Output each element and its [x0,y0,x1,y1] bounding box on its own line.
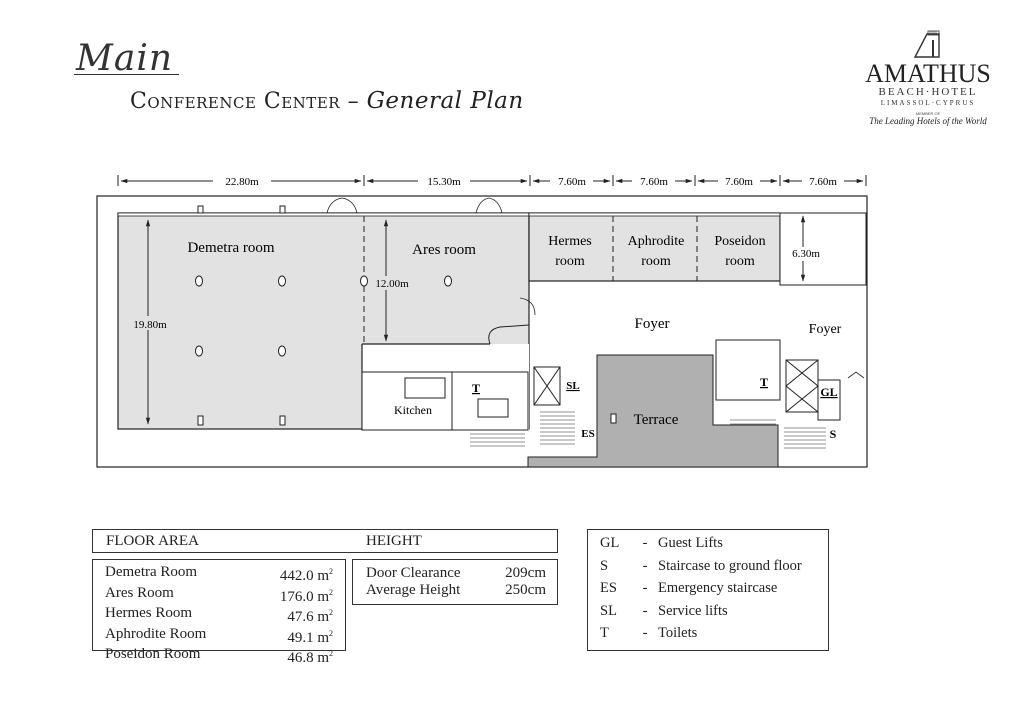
logo-brand: AMATHUS [865,59,991,88]
service-core-left [361,366,561,431]
service-core-right [715,339,841,421]
dim-label: 15.30m [427,176,461,188]
code-staircase: S [830,427,837,441]
room-demetra: Demetra room [187,240,274,256]
legend-item: T-Toilets [600,625,698,641]
logo-member-of: MEMBER OF [915,111,941,116]
dim-label: 7.60m [725,176,753,188]
room-hermes-line1: Hermes [548,234,592,249]
room-foyer-right: Foyer [809,322,842,337]
room-ares: Ares room [412,242,476,258]
room-aphrodite-line2: room [641,254,671,269]
table-row: Average Height 250cm [366,582,546,599]
columns [195,205,617,426]
legend-item: SL-Service lifts [600,602,728,619]
room-area: 46.8 m2 [287,649,333,666]
room-name: Demetra Room [105,564,198,580]
room-hermes-line2: room [555,254,585,269]
code-toilets-right: T [760,375,768,389]
code-guest-lifts: GL [820,385,837,399]
table-row: Ares Room 176.0 m2 [105,585,333,606]
legend: GL-Guest Lifts S-Staircase to ground flo… [587,529,829,651]
room-area: 176.0 m2 [279,587,333,605]
table-row: Poseidon Room 46.8 m2 [105,646,333,667]
room-aphrodite-line1: Aphrodite [628,234,685,249]
height-name: Average Height [366,581,461,598]
room-poseidon-line1: Poseidon [714,234,765,249]
terrace-area [527,354,779,468]
room-area: 49.1 m2 [287,628,333,646]
room-name: Poseidon Room [105,646,201,662]
floor-area-header: FLOOR AREA HEIGHT [92,529,558,553]
dim-label: 7.60m [640,176,668,188]
height-table: Door Clearance 209cm Average Height 250c… [352,559,558,605]
dim-label: 12.00m [375,278,409,290]
legend-item: ES-Emergency staircase [600,580,778,596]
height-value: 250cm [505,581,546,598]
table-row: Hermes Room 47.6 m2 [105,605,333,626]
dim-label: 7.60m [558,176,586,188]
floor-area-table: Demetra Room 442.0 m2 Ares Room 176.0 m2… [92,559,346,666]
hotel-logo: AMATHUS BEACH·HOTEL LIMASSOL·CYPRUS MEMB… [862,30,994,126]
table-row: Demetra Room 442.0 m2 [105,564,333,585]
room-kitchen: Kitchen [394,403,432,417]
floor-area-heading: FLOOR AREA [106,533,199,549]
height-heading: HEIGHT [366,533,422,549]
room-area: 47.6 m2 [287,608,333,625]
room-area: 442.0 m2 [279,567,333,584]
table-row: Door Clearance 209cm [366,565,546,582]
dim-label: 6.30m [792,248,820,260]
room-name: Hermes Room [105,605,193,621]
page-title: Conference Center – General Plan [130,88,524,114]
code-service-lifts: SL [566,380,579,392]
room-name: Ares Room [105,584,174,601]
room-name: Aphrodite Room [105,625,207,642]
legend-item: S-Staircase to ground floor [600,557,802,574]
code-toilets-left: T [472,381,480,395]
logo-location: LIMASSOL·CYPRUS [880,99,976,107]
logo-leading-hotels: The Leading Hotels of the World [869,116,987,126]
doors [326,197,536,316]
stairs-right [730,419,826,449]
code-emergency-stairs: ES [581,428,594,440]
title-main: Conference Center [130,89,341,114]
script-title: Main [73,38,180,79]
title-subtitle: General Plan [366,88,524,114]
dim-label: 22.80m [225,176,259,188]
dim-label: 7.60m [809,176,837,188]
dim-label: 19.80m [133,319,167,331]
height-name: Door Clearance [366,565,461,581]
small-rooms-area [528,212,781,282]
logo-beach-hotel: BEACH·HOTEL [878,86,978,98]
legend-item: GL-Guest Lifts [600,535,723,551]
floor-plan: 22.80m 15.30m 7.60m 7.60m 7.60m 7.60m [96,175,868,468]
stairs-left [470,411,575,447]
dimension-lines [117,175,867,186]
room-foyer: Foyer [635,316,670,332]
building-icon [913,30,940,58]
table-row: Aphrodite Room 49.1 m2 [105,626,333,647]
height-value: 209cm [505,565,546,581]
title-dash: – [347,89,360,114]
room-poseidon-line2: room [725,254,755,269]
room-terrace: Terrace [634,412,679,428]
